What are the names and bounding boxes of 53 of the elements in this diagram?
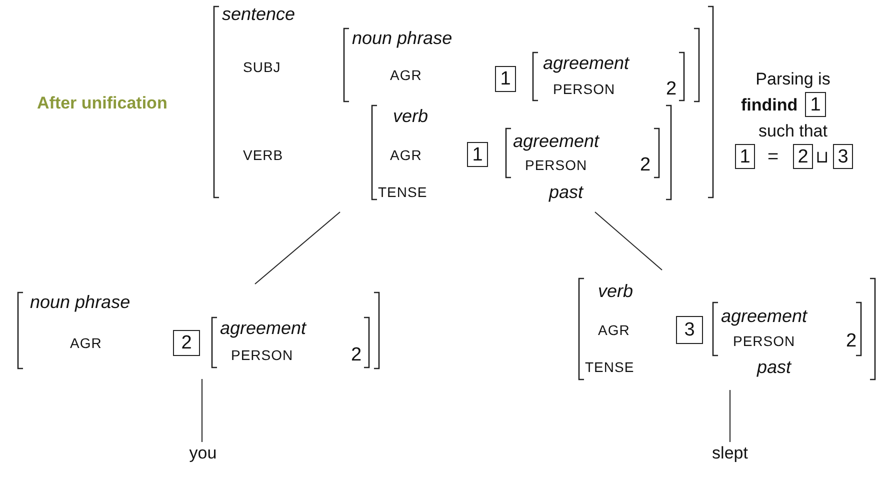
feature-name: VERB — [243, 148, 284, 162]
note-text: such that — [758, 122, 828, 140]
tag-box: 3 — [676, 316, 703, 344]
operator-symbol: = — [767, 148, 779, 166]
feature-matrix — [712, 302, 862, 356]
feature-value: 2 — [846, 332, 857, 350]
tag-box: 1 — [495, 66, 516, 92]
feature-matrix — [211, 317, 370, 368]
feature-value: past — [756, 358, 792, 376]
feature-name: AGR — [390, 148, 422, 162]
tag-box: 1 — [467, 142, 488, 167]
word: slept — [712, 444, 748, 462]
tree-branch-line — [254, 212, 340, 284]
feature-name: AGR — [390, 68, 422, 82]
feature-matrix — [371, 105, 672, 200]
feature-name: TENSE — [378, 185, 428, 199]
feature-name: PERSON — [231, 348, 294, 362]
tag-box: 1 — [805, 92, 826, 117]
side-heading: After unification — [37, 94, 168, 112]
feature-name: PERSON — [553, 82, 616, 96]
feature-matrix — [505, 128, 660, 178]
type-label: noun phrase — [352, 29, 452, 47]
type-label: agreement — [513, 132, 600, 150]
feature-matrix — [17, 292, 380, 369]
feature-value: 2 — [351, 346, 362, 364]
word: you — [189, 444, 217, 462]
type-label: sentence — [222, 5, 296, 23]
tag-box: 3 — [833, 144, 853, 169]
feature-matrix — [532, 52, 685, 101]
type-label: noun phrase — [30, 293, 130, 311]
type-label: agreement — [721, 307, 808, 325]
feature-name: TENSE — [585, 360, 634, 374]
type-label: verb — [598, 282, 634, 300]
tree-branch-line — [594, 212, 662, 270]
feature-value: 2 — [666, 80, 677, 98]
tag-box: 2 — [173, 330, 200, 356]
operator-symbol: ⊔ — [816, 148, 828, 166]
tag-box: 1 — [735, 144, 755, 169]
feature-name: AGR — [70, 336, 102, 350]
tag-box: 2 — [793, 144, 813, 169]
note-text: findind — [741, 96, 798, 114]
feature-matrix — [343, 28, 700, 102]
type-label: agreement — [543, 54, 630, 72]
feature-value: 2 — [640, 156, 651, 174]
type-label: agreement — [220, 319, 306, 337]
feature-name: SUBJ — [243, 60, 281, 74]
note-text: Parsing is — [756, 70, 830, 88]
feature-name: AGR — [598, 323, 630, 337]
feature-name: PERSON — [525, 158, 588, 172]
type-label: verb — [393, 107, 428, 125]
feature-value: past — [548, 183, 584, 201]
feature-name: PERSON — [733, 334, 796, 348]
feature-matrix — [578, 278, 876, 380]
